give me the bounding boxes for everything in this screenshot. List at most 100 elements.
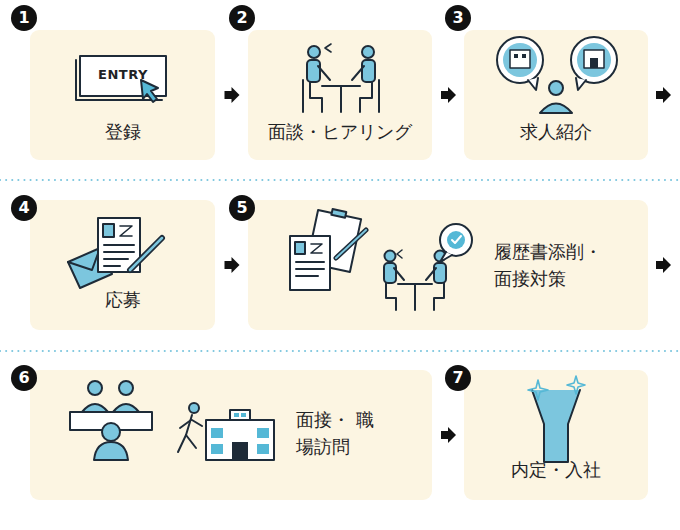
arrow-head bbox=[225, 87, 240, 103]
entry-icon-part bbox=[141, 80, 158, 102]
entry-icon bbox=[76, 56, 166, 102]
row-separator bbox=[0, 350, 680, 352]
arrow-head bbox=[225, 257, 240, 273]
coaching-icon-part bbox=[397, 250, 402, 258]
visit-icon-part bbox=[180, 420, 191, 428]
coaching-icon-part bbox=[384, 263, 396, 283]
coaching-icon-part bbox=[385, 251, 396, 262]
celebration-icon-part bbox=[528, 380, 548, 400]
coaching-icon-part bbox=[452, 236, 461, 243]
job-intro-icon bbox=[497, 37, 617, 113]
application-icon-part bbox=[130, 238, 162, 270]
application-icon-part bbox=[130, 238, 162, 270]
step-label: 登録 bbox=[36, 118, 209, 145]
job-intro-icon-part bbox=[503, 43, 537, 77]
coaching-icon-part bbox=[440, 224, 472, 256]
visit-icon-part bbox=[88, 381, 102, 395]
interview-icon-part bbox=[360, 82, 372, 112]
application-icon-part bbox=[103, 224, 114, 237]
job-intro-icon-part bbox=[510, 50, 530, 68]
flow-arrow bbox=[441, 87, 456, 103]
interview-icon-part bbox=[318, 66, 330, 80]
visit-icon-part bbox=[102, 423, 120, 441]
job-intro-icon-part bbox=[522, 54, 526, 58]
step-label: 内定・入社 bbox=[470, 456, 642, 483]
coaching-icon-part bbox=[434, 283, 444, 310]
flow-arrow bbox=[225, 257, 240, 273]
coaching-icon-part bbox=[296, 275, 318, 277]
visit-icon-part bbox=[230, 410, 250, 420]
coaching-icon-part bbox=[311, 244, 322, 253]
step-label: 履歴書添削・ 面接対策 bbox=[494, 238, 616, 292]
job-intro-icon-part bbox=[514, 54, 518, 58]
application-icon-part bbox=[104, 244, 134, 246]
visit-icon-part bbox=[189, 403, 199, 413]
coaching-icon-part bbox=[295, 242, 305, 254]
step-label: 面談・ヒアリング bbox=[254, 118, 426, 145]
flow-arrow bbox=[441, 427, 456, 443]
step-label: 応募 bbox=[36, 286, 209, 313]
interview-icon-part bbox=[362, 46, 374, 58]
callout-number: 4 bbox=[11, 195, 37, 221]
interview-icon bbox=[303, 44, 379, 112]
arrow-head bbox=[441, 427, 456, 443]
job-intro-icon-part bbox=[571, 37, 617, 83]
application-icon-part bbox=[68, 248, 100, 270]
job-intro-icon-part bbox=[577, 43, 611, 77]
visit-icon-part bbox=[211, 428, 223, 438]
visit-icon-part bbox=[257, 444, 269, 454]
visit-icon bbox=[70, 381, 274, 460]
job-intro-icon-part bbox=[584, 50, 604, 68]
visit-icon-part bbox=[234, 413, 239, 417]
callout-number: 3 bbox=[445, 5, 471, 31]
visit-icon-part bbox=[257, 428, 269, 438]
interview-icon-part bbox=[378, 80, 380, 112]
callout-number: 2 bbox=[229, 5, 255, 31]
callout-number: 5 bbox=[229, 195, 255, 221]
job-intro-icon-part bbox=[497, 37, 543, 83]
coaching-icon-part bbox=[447, 231, 465, 249]
coaching-icon-part bbox=[331, 209, 346, 218]
application-icon-part bbox=[104, 265, 120, 267]
coaching-icon-part bbox=[414, 284, 416, 310]
visit-icon-part bbox=[192, 420, 202, 426]
coaching-icon-part bbox=[296, 261, 324, 263]
flow-arrow bbox=[656, 257, 671, 273]
interview-icon-part bbox=[340, 86, 342, 112]
celebration-icon bbox=[528, 376, 585, 462]
visit-icon-part bbox=[206, 420, 274, 460]
application-icon-part bbox=[104, 251, 134, 253]
job-intro-icon-part bbox=[528, 78, 538, 90]
interview-icon-part bbox=[302, 80, 304, 112]
visit-icon-part bbox=[241, 413, 246, 417]
flow-arrow bbox=[656, 87, 671, 103]
visit-icon-part bbox=[94, 442, 128, 460]
visit-icon-part bbox=[186, 435, 196, 448]
interview-icon-part bbox=[325, 44, 331, 52]
coaching-icon-part bbox=[290, 236, 330, 290]
step-label: 面接・ 職場訪問 bbox=[296, 406, 384, 460]
coaching-icon-part bbox=[434, 263, 446, 283]
application-icon-part bbox=[104, 258, 128, 260]
interview-icon-part bbox=[307, 60, 320, 82]
visit-icon-part bbox=[178, 415, 192, 452]
application-icon-part bbox=[120, 226, 132, 236]
visit-icon-part bbox=[82, 404, 108, 412]
callout-number: 1 bbox=[11, 5, 37, 31]
job-intro-icon-part bbox=[576, 78, 586, 90]
interview-icon-part bbox=[352, 66, 364, 80]
celebration-icon-part bbox=[567, 376, 585, 394]
coaching-icon-part bbox=[386, 283, 396, 310]
button-label: ENTRY bbox=[80, 67, 166, 82]
visit-icon-part bbox=[113, 404, 139, 412]
arrow-head bbox=[441, 87, 456, 103]
visit-icon-part bbox=[119, 381, 133, 395]
coaching-icon-part bbox=[394, 268, 404, 280]
celebration-icon-part bbox=[532, 390, 580, 462]
job-intro-icon-part bbox=[540, 104, 572, 114]
interview-icon-part bbox=[310, 82, 322, 112]
visit-icon-part bbox=[232, 442, 248, 460]
visit-icon-part bbox=[211, 444, 223, 454]
flow-arrow bbox=[225, 87, 240, 103]
